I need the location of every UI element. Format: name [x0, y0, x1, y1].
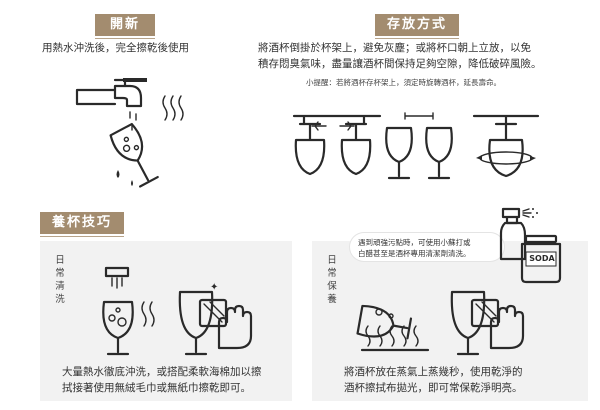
daily-maintain-label: 日常保養	[327, 255, 337, 305]
tip-bubble-line2: 白醋甚至是酒杯專用清潔劑清洗。	[358, 249, 471, 258]
wine-glass-icon	[102, 266, 155, 356]
daily-maintain-description-line2: 酒杯擦拭布拋光，即可常保乾淨明亮。	[344, 382, 523, 394]
wine-glass-icon	[385, 112, 453, 180]
steam-icon	[360, 325, 430, 352]
sparkle-icon: ✦	[210, 282, 219, 293]
rotate-icon	[472, 114, 540, 178]
storage-title-tag: 存放方式	[375, 14, 459, 39]
tip-bubble: 遇到頑強污點時，可使用小蘇打或 白醋甚至是酒杯專用清潔劑清洗。	[350, 233, 504, 261]
storage-description-line2: 積存悶臭氣味，盡量讓酒杯間保持足夠空隙，降低破碎風險。	[258, 58, 542, 70]
wine-glass-icon	[109, 122, 159, 188]
faucet-icon	[75, 78, 184, 131]
storage-tip: 小提醒：若將酒杯存杯架上，須定時旋轉酒杯，延長壽命。	[306, 78, 501, 87]
wine-glass-icon	[356, 304, 413, 340]
soda-label: SODA	[529, 254, 555, 263]
daily-maintain-description-line1: 將酒杯放在蒸氣上蒸幾秒，使用乾淨的	[344, 366, 523, 378]
tip-bubble-line1: 遇到頑強污點時，可使用小蘇打或	[358, 238, 471, 247]
soda-jar-icon	[520, 234, 562, 284]
spray-bottle-icon	[499, 207, 538, 261]
opening-description: 用熱水沖洗後，完全擦乾後使用	[42, 42, 189, 54]
glass-rack-icon	[292, 114, 382, 176]
hand-icon	[489, 304, 525, 350]
daily-clean-label: 日常清洗	[55, 255, 65, 305]
storage-description-line1: 將酒杯倒掛於杯架上，避免灰塵；或將杯口朝上立放，以免	[258, 42, 531, 54]
daily-maintain-panel	[312, 241, 588, 401]
care-title-tag: 養杯技巧	[40, 212, 124, 237]
daily-clean-description-line1: 大量熱水徹底沖洗，或搭配柔軟海棉加以擦	[62, 366, 262, 378]
daily-clean-description-line2: 拭接著使用無絨毛巾或無紙巾擦乾即可。	[62, 382, 251, 394]
opening-title-tag: 開新杯	[95, 14, 155, 54]
hand-icon	[217, 304, 253, 350]
